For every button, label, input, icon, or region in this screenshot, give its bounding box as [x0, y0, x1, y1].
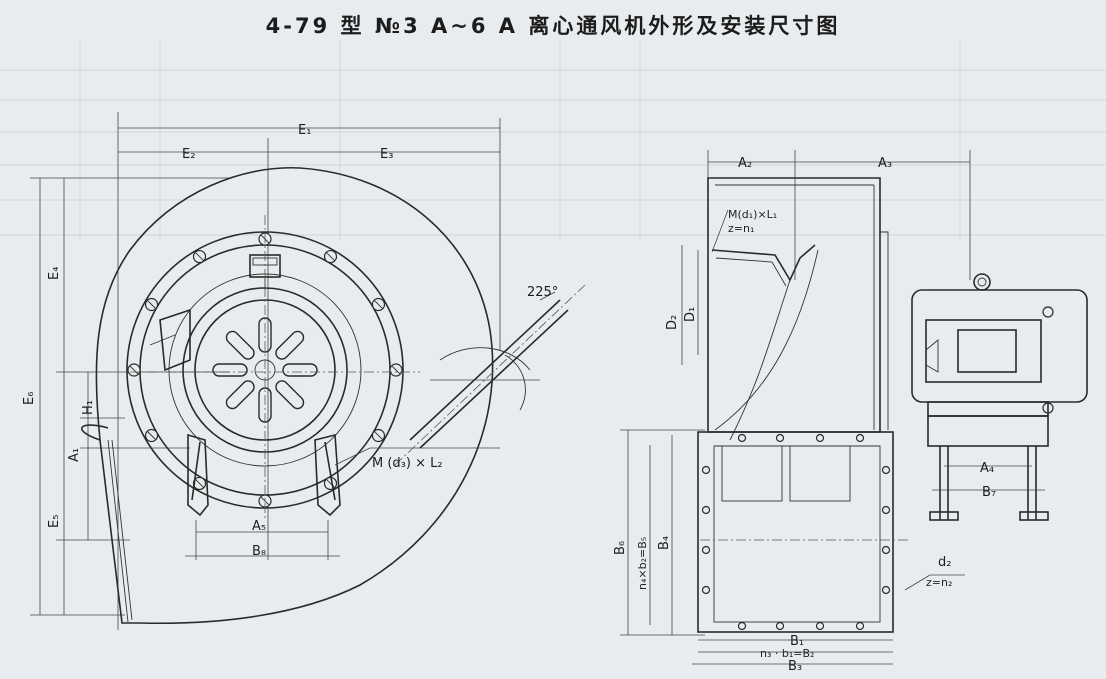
hole-icon [855, 621, 865, 631]
label-e6: E₆ [22, 392, 37, 405]
background-grid [0, 40, 1106, 240]
label-n3-b1-b2: n₃ · b₁=B₂ [760, 647, 814, 660]
hole-icon [881, 465, 891, 475]
vent-slots [212, 317, 318, 423]
hole-icon [881, 545, 891, 555]
label-n4-b2-b5: n₄×b₂=B₅ [636, 537, 649, 590]
vent-slot [212, 363, 248, 377]
label-a5: A₅ [252, 519, 266, 534]
side-view [620, 150, 1088, 665]
hole-icon [701, 465, 711, 475]
hole-icon [701, 585, 711, 595]
hole-icon [701, 505, 711, 515]
label-a3: A₃ [878, 156, 892, 171]
label-e5: E₅ [47, 515, 62, 528]
label-h1: H₁ [81, 400, 96, 415]
vent-slot [275, 380, 305, 410]
label-a1: A₁ [67, 448, 82, 462]
vent-slot [225, 330, 255, 360]
drawing-title: 4-79 型 №3 A~6 A 离心通风机外形及安装尺寸图 [265, 14, 841, 38]
label-angle: 225° [527, 285, 558, 300]
flange-bolts [127, 232, 403, 508]
hole-icon [881, 585, 891, 595]
vent-slot [275, 330, 305, 360]
dimension-labels: E₁ E₂ E₃ E₆ E₄ E₅ H₁ A₁ A₅ B₈ M (d₃) × L… [22, 123, 996, 674]
label-b7: B₇ [982, 485, 996, 500]
label-e2: E₂ [182, 147, 195, 162]
label-b3: B₃ [788, 659, 802, 674]
label-bolt-top-count: z=n₁ [728, 222, 754, 235]
flange-holes [701, 433, 891, 631]
label-e3: E₃ [380, 147, 393, 162]
label-b4: B₄ [657, 536, 672, 550]
label-a4: A₄ [980, 461, 994, 476]
label-bolt-top: M(d₁)×L₁ [728, 208, 777, 221]
label-d1: D₁ [683, 307, 698, 322]
hole-icon [855, 433, 865, 443]
label-bolt-side: M (d₃) × L₂ [372, 456, 443, 471]
outlet-flange [697, 431, 894, 633]
hole-icon [881, 505, 891, 515]
label-a2: A₂ [738, 156, 752, 171]
hole-icon [815, 433, 825, 443]
label-b1: B₁ [790, 634, 804, 649]
label-b8: B₈ [252, 544, 266, 559]
label-e4: E₄ [47, 267, 62, 280]
label-b6: B₆ [613, 541, 628, 555]
label-e1: E₁ [298, 123, 311, 138]
vent-slot [282, 363, 318, 377]
label-hole-d2: d₂ [938, 555, 951, 570]
hole-icon [737, 433, 747, 443]
label-d2: D₂ [665, 315, 680, 330]
hole-icon [701, 545, 711, 555]
hole-icon [775, 621, 785, 631]
front-view [30, 112, 586, 630]
hole-icon [815, 621, 825, 631]
hole-icon [775, 433, 785, 443]
vent-slot [225, 380, 255, 410]
label-hole-d2-count: z=n₂ [926, 576, 952, 589]
hole-icon [737, 621, 747, 631]
